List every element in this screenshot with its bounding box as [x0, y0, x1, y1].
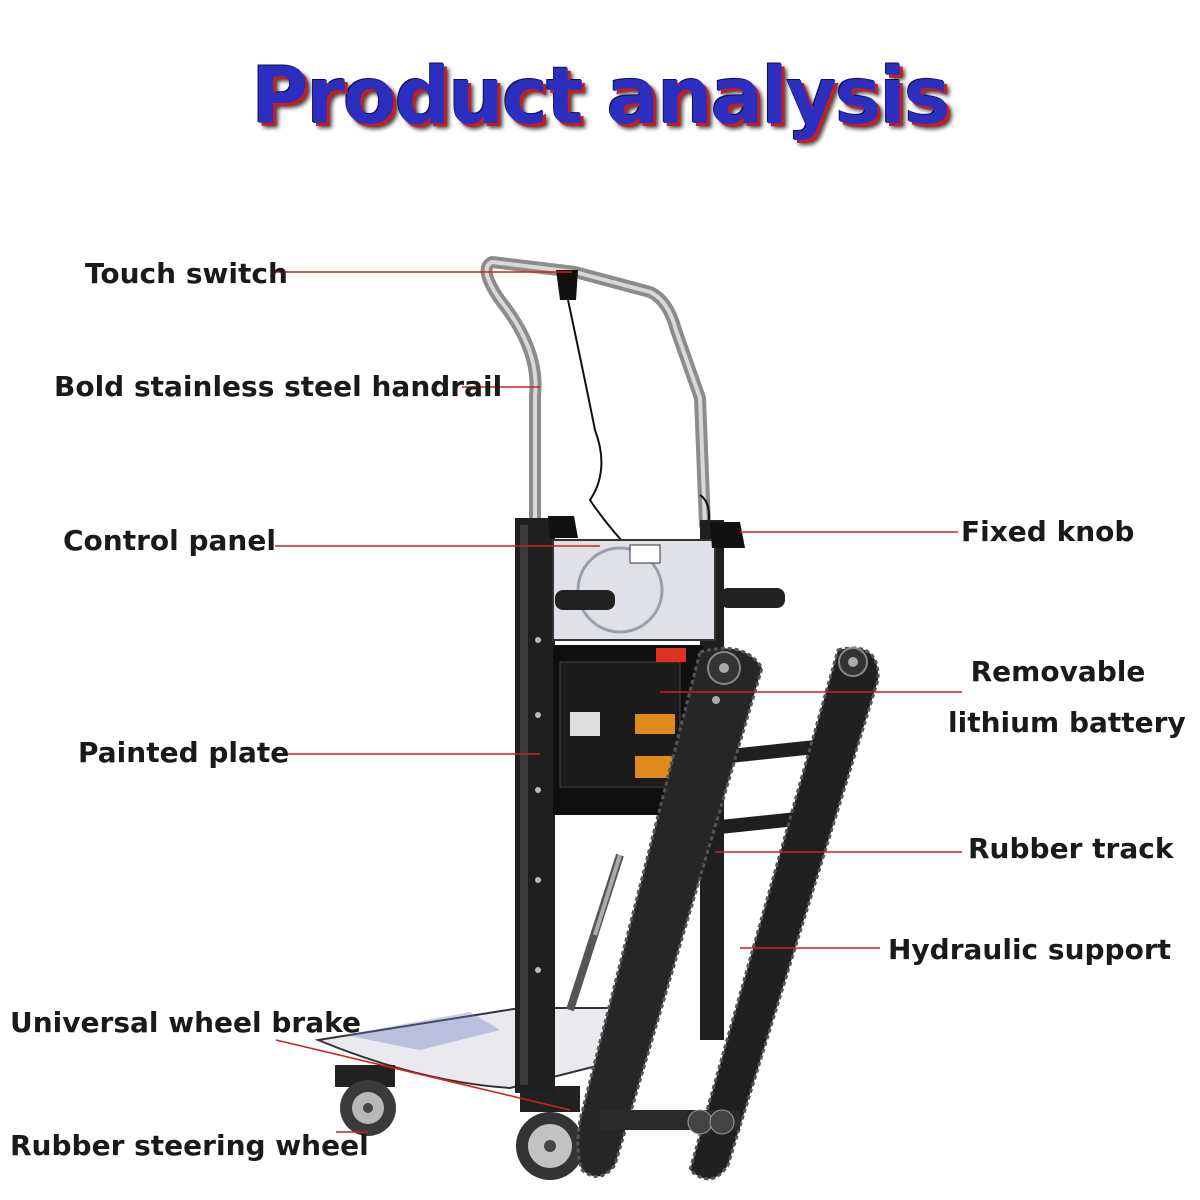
leader-wheel-brake	[275, 1039, 571, 1111]
label-handrail: Bold stainless steel handrail	[54, 370, 503, 403]
handrail	[480, 256, 711, 531]
label-hydraulic-support: Hydraulic support	[888, 933, 1172, 966]
label-rubber-steering-wheel: Rubber steering wheel	[10, 1129, 369, 1162]
label-fixed-knob: Fixed knob	[961, 515, 1135, 548]
label-lithium-battery: lithium battery	[948, 706, 1186, 739]
label-rubber-track: Rubber track	[968, 832, 1174, 865]
fixed-knob	[710, 522, 745, 548]
rubber-steering-wheel	[335, 1065, 396, 1136]
label-painted-plate: Painted plate	[78, 736, 290, 769]
label-removable: Removable	[970, 655, 1146, 688]
right-handle	[720, 588, 785, 608]
left-handle	[555, 590, 615, 610]
label-universal-wheel-brake: Universal wheel brake	[10, 1006, 361, 1039]
label-touch-switch: Touch switch	[85, 257, 288, 290]
rubber-track-rear	[688, 646, 880, 1181]
page-title: Product analysis	[251, 52, 950, 142]
label-control-panel: Control panel	[63, 524, 276, 557]
rubber-track-front	[576, 646, 764, 1178]
touch-switch	[556, 270, 578, 300]
leader-lines	[275, 271, 962, 1133]
cable	[567, 299, 710, 568]
base-platform	[314, 1007, 642, 1090]
